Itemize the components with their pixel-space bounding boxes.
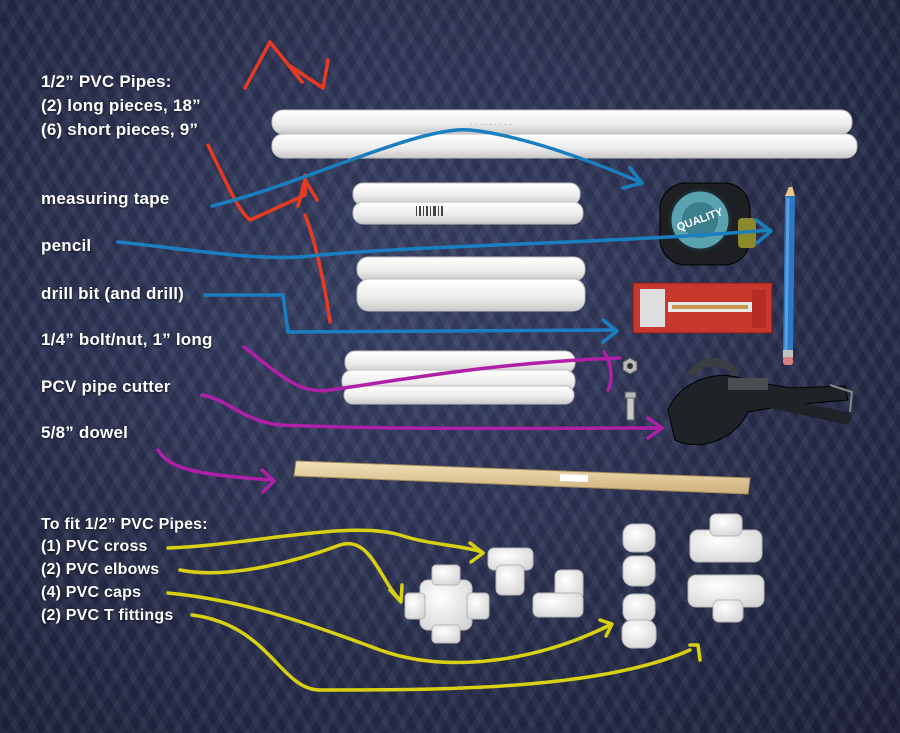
blue-annotation-lines [116, 128, 773, 344]
elbows-label: (2) PVC elbows [41, 561, 160, 578]
dowel-icon [293, 460, 751, 495]
cross-label: (1) PVC cross [41, 538, 148, 555]
bolt-nut-label: 1/4” bolt/nut, 1” long [41, 330, 213, 349]
measuring-tape-label: measuring tape [41, 189, 170, 208]
pvc-t-fitting-icon-1 [689, 513, 763, 563]
barcode [416, 206, 443, 216]
red-annotation-lines [206, 40, 332, 324]
long-pvc-pipes: · · · · · · · · · [271, 109, 858, 159]
pipe-cutter-label: PCV pipe cutter [41, 377, 171, 396]
drill-bit-label: drill bit (and drill) [41, 284, 185, 303]
svg-text:· · · · · · · · ·: · · · · · · · · · [470, 120, 512, 129]
pvc-t-fitting-icon-2 [687, 574, 765, 623]
yellow-annotation-lines [166, 528, 702, 692]
pencil-label: pencil [41, 236, 92, 255]
t-fittings-label: (2) PVC T fittings [41, 607, 174, 624]
short-pipes-label: (6) short pieces, 9” [41, 120, 199, 139]
pvc-cross-icon [404, 564, 490, 644]
measuring-tape-icon: QUALITY [659, 182, 756, 266]
caps-label: (4) PVC caps [41, 584, 142, 601]
short-pvc-pipes-2 [356, 256, 586, 312]
pvc-caps-icon [621, 523, 657, 649]
pencil-icon [783, 182, 795, 365]
bolt-icon [624, 391, 637, 421]
pvc-elbow-icon-1 [487, 547, 534, 596]
long-pipes-label: (2) long pieces, 18” [41, 96, 201, 115]
nut-icon [622, 357, 638, 375]
pipe-cutter-icon [667, 357, 854, 446]
short-pvc-pipes-1 [352, 182, 584, 225]
drill-bit-package-icon [632, 282, 773, 334]
pipes-title-label: 1/2” PVC Pipes: [41, 72, 172, 91]
dowel-label: 5/8” dowel [41, 423, 129, 442]
magenta-annotation-lines [156, 345, 664, 494]
fittings-title-label: To fit 1/2” PVC Pipes: [41, 516, 208, 533]
short-pvc-pipes-3 [341, 350, 576, 405]
pvc-elbow-icon-2 [532, 569, 584, 618]
